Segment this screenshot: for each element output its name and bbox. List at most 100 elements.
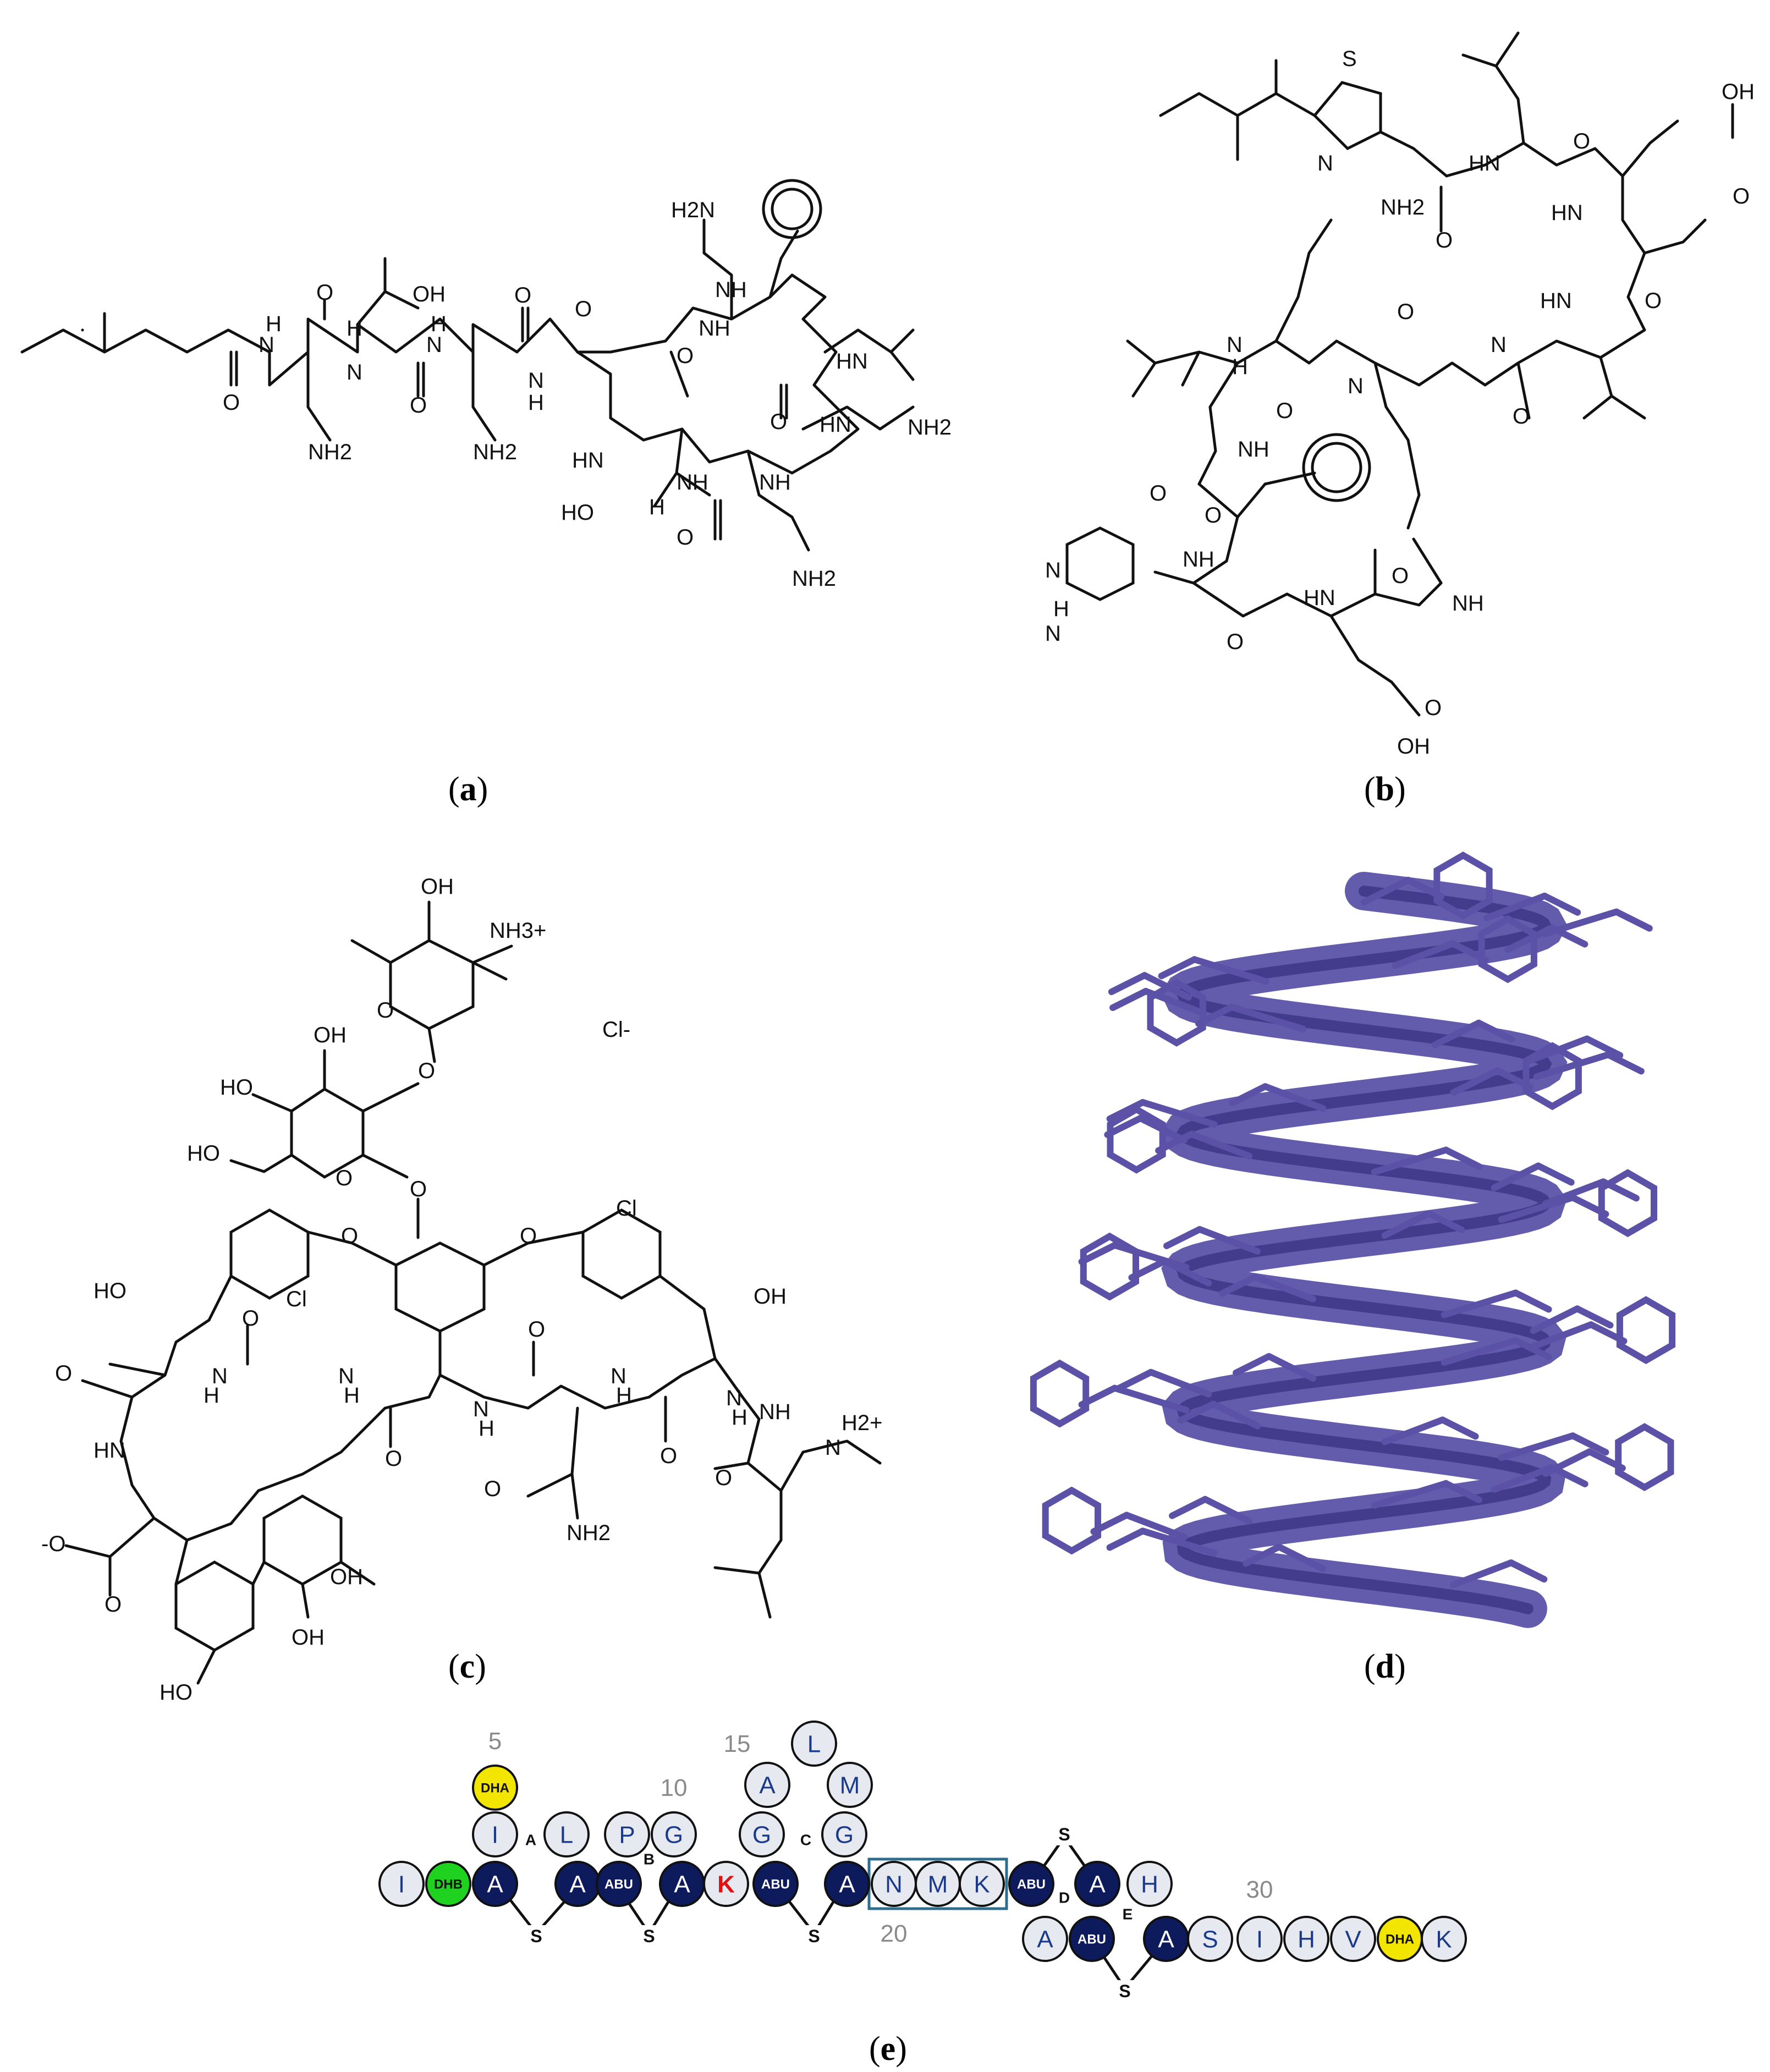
- panel-a-atom: O: [770, 410, 787, 434]
- side-chain: [1106, 1099, 1218, 1128]
- panel-a-atom: NH2: [473, 440, 517, 464]
- residue-i: I: [472, 1811, 518, 1857]
- panel-b-atom: O: [1150, 481, 1167, 505]
- residue-label: M: [840, 1772, 860, 1799]
- panel-a-atom: NH: [715, 278, 747, 302]
- panel-a-atom: NH: [699, 316, 730, 340]
- panel-b-atom: HN: [1540, 289, 1572, 313]
- side-chain: [1147, 978, 1307, 1047]
- panel-a-atom: H: [431, 312, 447, 336]
- panel-a-atom: NH2: [308, 440, 352, 464]
- panel-a-atom: NH2: [792, 567, 836, 591]
- panel-c-atom: O: [528, 1317, 545, 1342]
- panel-b-atom: S: [1342, 47, 1357, 71]
- position-number: 30: [1246, 1876, 1273, 1903]
- panel-a-atom: O: [575, 297, 592, 321]
- panel-c-atom: O: [660, 1444, 677, 1468]
- residue-label: L: [560, 1822, 573, 1849]
- panel-a-atom: H: [528, 391, 544, 415]
- panel-b-atom: O: [1645, 289, 1662, 313]
- side-chain: [1107, 1105, 1253, 1174]
- side-chain: [1233, 1353, 1317, 1382]
- panel-c-atom: H: [344, 1383, 360, 1408]
- residue-label: A: [569, 1871, 586, 1898]
- side-chain: [1504, 924, 1588, 953]
- panel-a-atom: O: [677, 525, 694, 549]
- panel-b-atom: H: [1053, 597, 1069, 621]
- residue-label: P: [619, 1822, 635, 1849]
- residue-i: I: [1236, 1916, 1283, 1962]
- side-chain: [1381, 1210, 1465, 1239]
- panel-c-atom: Cl: [616, 1196, 637, 1221]
- residue-abu: ABU: [752, 1861, 799, 1907]
- panel-c-atom: N: [473, 1397, 489, 1421]
- panel-a-atom: O: [316, 281, 333, 305]
- panel-c-atom: HO: [94, 1279, 127, 1303]
- side-chain: [1169, 1496, 1253, 1525]
- residue-label: L: [807, 1731, 821, 1758]
- side-chain: [1361, 851, 1493, 920]
- ring-letter: D: [1059, 1889, 1070, 1906]
- panel-c-atom: O: [715, 1466, 732, 1490]
- panel-c-atom: HO: [160, 1680, 193, 1705]
- residue-label: N: [885, 1871, 903, 1898]
- panel-b-atom: O: [1276, 399, 1293, 423]
- panel-c-atom: OH: [292, 1625, 325, 1650]
- panel-a-atom: NH2: [908, 415, 952, 439]
- panel-c-atom: Cl-: [602, 1018, 630, 1042]
- panel-c-atom: NH2: [567, 1521, 611, 1545]
- side-chain: [1450, 1559, 1548, 1589]
- panel-c-atom: O: [418, 1059, 435, 1083]
- side-chain: [1114, 1368, 1212, 1398]
- panel-b-atom: N: [1045, 558, 1061, 582]
- side-chain: [1431, 1019, 1515, 1048]
- panel-a-atom: O: [514, 283, 531, 307]
- residue-h: H: [1283, 1916, 1329, 1962]
- sulfur-label: S: [530, 1926, 542, 1946]
- residue-a: A: [659, 1861, 705, 1907]
- sulfur-label: S: [643, 1926, 655, 1946]
- panel-b-atom: N: [1045, 622, 1061, 646]
- residue-a: A: [472, 1861, 518, 1907]
- residue-label: ABU: [761, 1877, 790, 1892]
- panel-b-atom: HN: [1551, 201, 1583, 225]
- residue-label: M: [928, 1871, 948, 1898]
- residue-label: H: [1298, 1926, 1315, 1953]
- position-number: 5: [488, 1728, 502, 1755]
- residue-n: N: [871, 1861, 917, 1907]
- panel-a-atom: O: [410, 393, 427, 417]
- side-chain: [1491, 1162, 1575, 1191]
- sulfur-label: S: [1058, 1824, 1070, 1844]
- panel-c-atom: N: [338, 1364, 354, 1388]
- residue-dhb: DHB: [425, 1861, 471, 1907]
- panel-c-atom: HN: [94, 1438, 125, 1463]
- panel-c-atom: NH3+: [490, 919, 546, 943]
- panel-c-atom: O: [484, 1477, 501, 1501]
- panel-a-atom: NH: [759, 470, 791, 494]
- panel-c-atom: OH: [330, 1565, 363, 1589]
- residue-label: I: [492, 1822, 498, 1849]
- position-number: 10: [661, 1774, 688, 1801]
- panel-c-atom: O: [520, 1224, 537, 1248]
- panel-c-atom: O: [242, 1306, 259, 1331]
- ring-letter: B: [644, 1851, 655, 1868]
- residue-a: A: [744, 1762, 790, 1808]
- residue-label: A: [1089, 1871, 1106, 1898]
- side-chain: [1163, 1226, 1261, 1255]
- side-chain: [1530, 1305, 1614, 1334]
- side-chain: [1158, 956, 1269, 985]
- residue-label: S: [1202, 1926, 1218, 1953]
- residue-l: L: [543, 1811, 590, 1857]
- panel-b-atom: N: [1227, 333, 1243, 357]
- residue-dha: DHA: [1377, 1916, 1423, 1962]
- residue-label: ABU: [1078, 1932, 1106, 1947]
- side-chain: [1080, 1232, 1212, 1301]
- residue-label: A: [839, 1871, 855, 1898]
- residue-abu: ABU: [1008, 1861, 1054, 1907]
- residue-a: A: [1022, 1916, 1068, 1962]
- side-chain: [1106, 1527, 1218, 1557]
- residue-g: G: [821, 1811, 867, 1857]
- residue-a: A: [824, 1861, 870, 1907]
- side-chain: [1381, 1416, 1479, 1446]
- panel-b-atom: N: [1491, 333, 1507, 357]
